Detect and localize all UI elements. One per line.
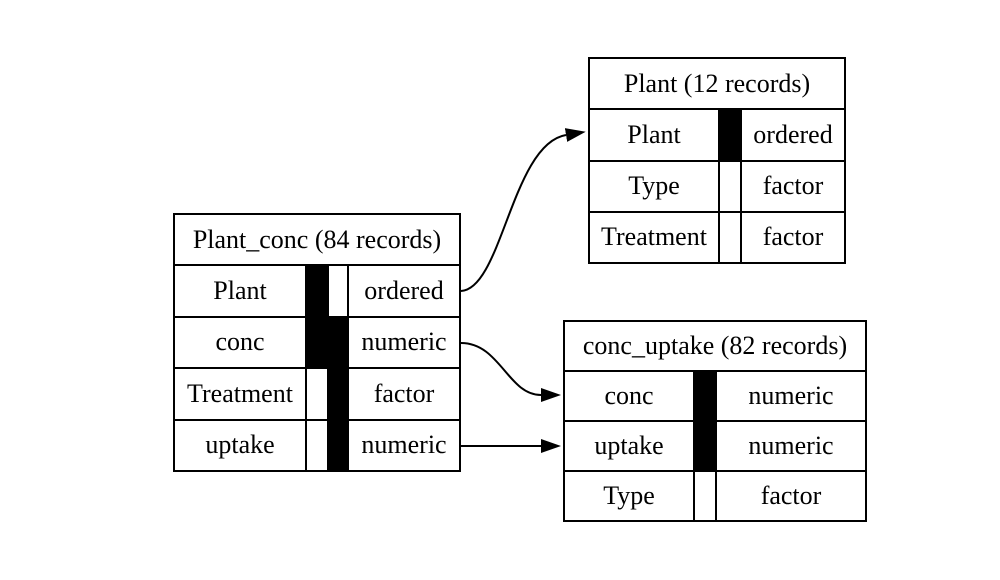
field-name-cell: Plant xyxy=(590,110,718,160)
relationship-arrow-conc xyxy=(460,342,561,402)
field-name-cell: conc xyxy=(175,317,305,368)
field-name-cell: conc xyxy=(565,372,693,420)
relationship-arrow-plant xyxy=(460,128,586,292)
key-indicator-empty xyxy=(307,369,327,419)
key-indicator-filled xyxy=(307,266,327,368)
field-type-cell: numeric xyxy=(349,317,459,368)
field-type-cell: ordered xyxy=(349,266,459,316)
field-type-cell: factor xyxy=(717,472,865,520)
key-indicator-empty xyxy=(720,212,740,262)
field-name-cell: Type xyxy=(565,472,693,520)
table-title: conc_uptake (82 records) xyxy=(565,322,865,370)
field-name-cell: uptake xyxy=(565,422,693,470)
field-type-cell: factor xyxy=(349,369,459,419)
field-type-cell: numeric xyxy=(349,420,459,470)
table-title: Plant (12 records) xyxy=(590,59,844,109)
key-indicator-empty xyxy=(307,420,327,470)
field-type-cell: numeric xyxy=(717,372,865,420)
field-name-cell: Treatment xyxy=(590,212,718,262)
field-type-cell: ordered xyxy=(742,110,844,160)
table-conc-uptake: conc_uptake (82 records) conc uptake Typ… xyxy=(563,320,867,522)
key-indicator-filled xyxy=(329,317,347,470)
table-title: Plant_conc (84 records) xyxy=(175,215,459,265)
field-name-cell: Treatment xyxy=(175,369,305,419)
field-type-cell: numeric xyxy=(717,422,865,470)
table-plant-conc: Plant_conc (84 records) Plant conc Treat… xyxy=(173,213,461,472)
field-name-cell: Plant xyxy=(175,266,305,316)
table-plant: Plant (12 records) Plant Type Treatment … xyxy=(588,57,846,264)
key-indicator-empty xyxy=(695,472,715,520)
key-indicator-filled xyxy=(720,110,740,160)
key-indicator-empty xyxy=(329,266,347,316)
field-type-cell: factor xyxy=(742,212,844,262)
field-name-cell: Type xyxy=(590,161,718,211)
field-type-cell: factor xyxy=(742,161,844,211)
key-indicator-filled xyxy=(695,372,715,470)
field-name-cell: uptake xyxy=(175,420,305,470)
key-indicator-empty xyxy=(720,161,740,211)
